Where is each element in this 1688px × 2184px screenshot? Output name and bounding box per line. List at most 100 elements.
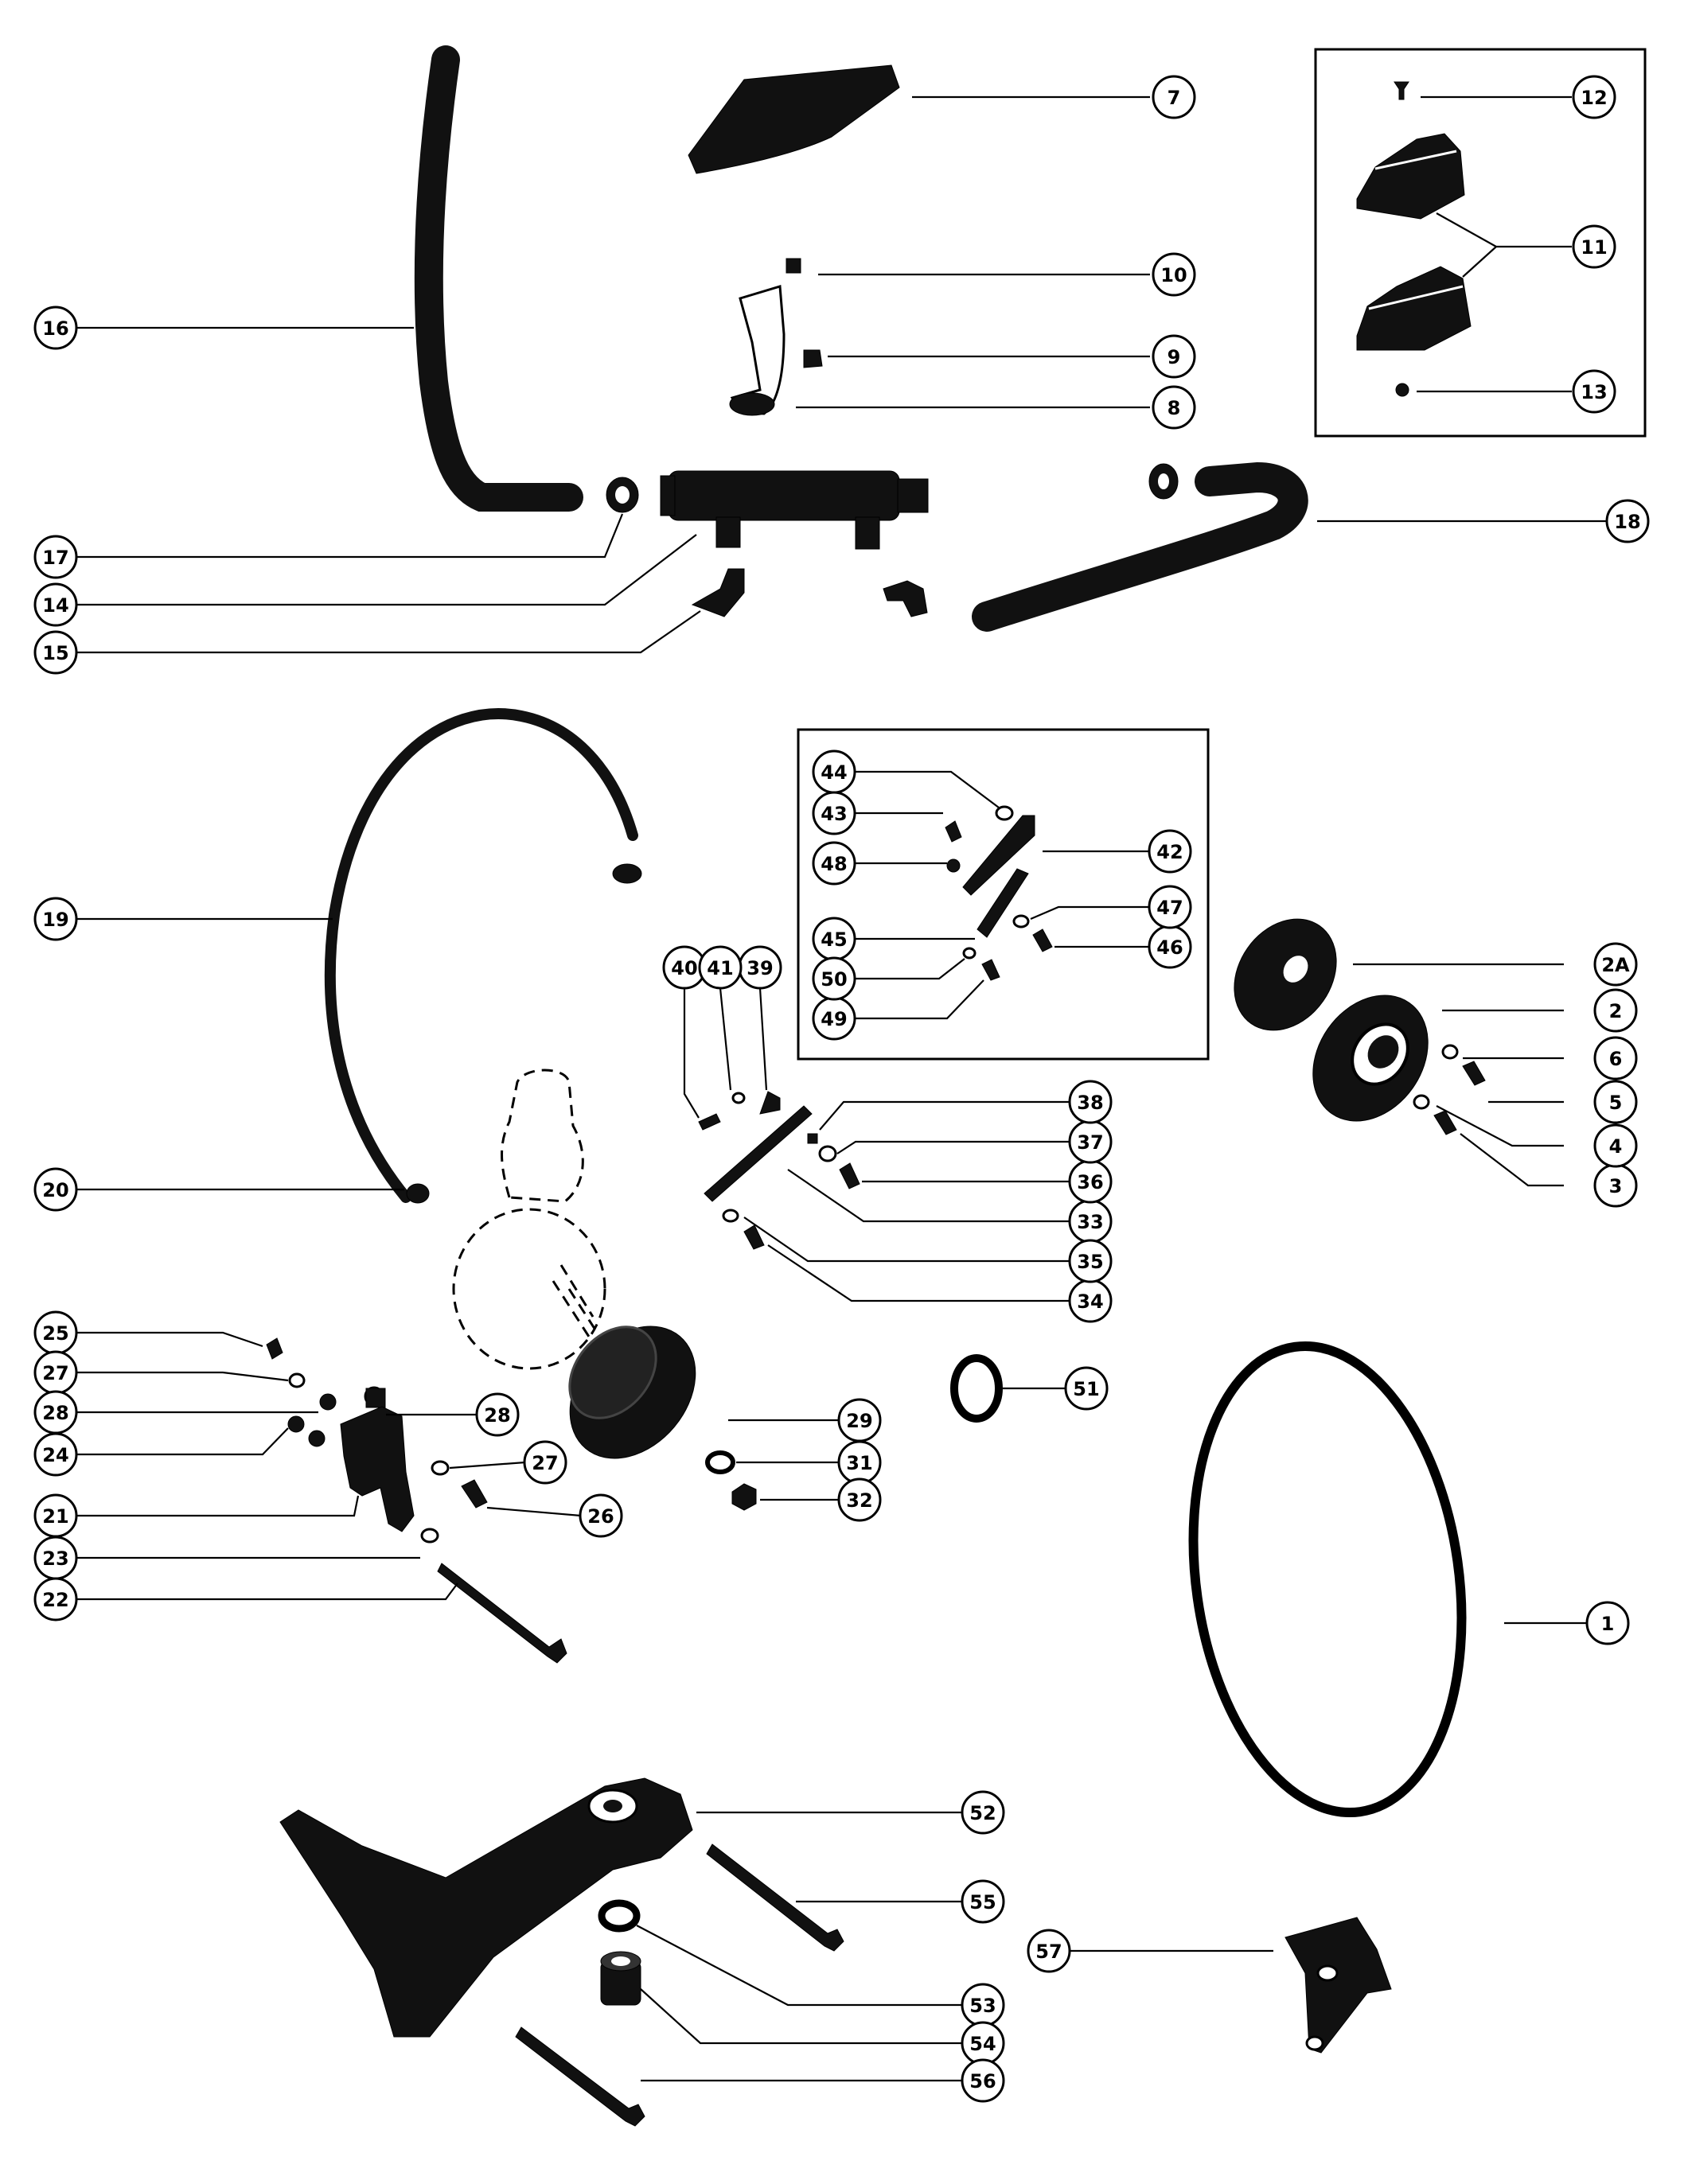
callout-35: 35 — [1068, 1239, 1113, 1283]
svg-text:2: 2 — [1609, 1000, 1623, 1022]
callout-32: 32 — [837, 1477, 882, 1522]
svg-text:8: 8 — [1168, 397, 1181, 419]
part-39-bracket — [759, 1091, 781, 1115]
callout-27-lower: 27 — [523, 1440, 567, 1485]
part-32-nut — [731, 1483, 757, 1511]
callout-55: 55 — [961, 1879, 1005, 1924]
part-24-nut-b — [308, 1430, 326, 1447]
callout-20: 20 — [33, 1167, 78, 1212]
part-14-cooler — [660, 470, 929, 550]
callout-47: 47 — [1148, 885, 1192, 929]
svg-text:27: 27 — [42, 1362, 68, 1384]
callout-44: 44 — [812, 749, 856, 794]
callout-14: 14 — [33, 582, 78, 627]
svg-text:53: 53 — [969, 1995, 996, 2017]
callout-23: 23 — [33, 1536, 78, 1580]
part-22-bolt — [437, 1563, 567, 1664]
callout-10: 10 — [1152, 252, 1196, 297]
svg-text:40: 40 — [671, 957, 697, 979]
svg-text:12: 12 — [1581, 87, 1607, 109]
svg-text:55: 55 — [969, 1891, 996, 1913]
svg-text:18: 18 — [1614, 511, 1640, 533]
callout-37: 37 — [1068, 1119, 1113, 1164]
svg-text:32: 32 — [846, 1489, 872, 1512]
svg-text:4: 4 — [1609, 1135, 1623, 1158]
svg-text:36: 36 — [1077, 1171, 1103, 1193]
svg-text:3: 3 — [1609, 1175, 1623, 1197]
part-29-spacer — [365, 1388, 386, 1408]
part-27-washer-upper — [288, 1372, 306, 1388]
part-44-washer — [995, 805, 1014, 821]
part-4-washer — [1413, 1094, 1430, 1110]
callout-56: 56 — [961, 2058, 1005, 2103]
svg-text:2A: 2A — [1601, 954, 1630, 976]
svg-text:52: 52 — [969, 1802, 996, 1824]
part-2-pulley — [1312, 995, 1429, 1122]
callout-28-right: 28 — [475, 1392, 520, 1437]
svg-text:17: 17 — [42, 547, 68, 569]
svg-text:33: 33 — [1077, 1211, 1103, 1233]
part-6-washer — [1441, 1044, 1459, 1060]
svg-text:22: 22 — [42, 1589, 68, 1611]
callout-12: 12 — [1572, 75, 1616, 119]
inset-box-brackets — [797, 728, 1210, 1061]
svg-text:24: 24 — [42, 1444, 68, 1466]
svg-text:31: 31 — [846, 1452, 872, 1474]
callout-22: 22 — [33, 1577, 78, 1621]
part-10-nut — [786, 258, 801, 274]
callout-54: 54 — [961, 2021, 1005, 2065]
callout-13: 13 — [1572, 369, 1616, 414]
callout-50: 50 — [812, 956, 856, 1001]
svg-text:42: 42 — [1156, 841, 1183, 863]
part-1-belt — [1188, 1341, 1467, 1818]
part-11-hinge-lower — [1356, 266, 1472, 351]
part-41-washer — [731, 1092, 746, 1104]
svg-text:37: 37 — [1077, 1131, 1103, 1154]
callout-43: 43 — [812, 791, 856, 835]
svg-text:28: 28 — [42, 1402, 68, 1424]
svg-text:57: 57 — [1035, 1941, 1062, 1963]
callout-34: 34 — [1068, 1279, 1113, 1323]
part-38-nut — [807, 1133, 818, 1144]
svg-text:44: 44 — [821, 761, 847, 784]
part-37-washer — [818, 1145, 837, 1162]
part-16-hose — [414, 45, 583, 512]
part-23-washer — [420, 1528, 439, 1544]
part-53-washer — [598, 1899, 641, 1933]
part-21-bracket — [340, 1406, 415, 1532]
part-49-screw — [981, 959, 1000, 981]
callout-28-left: 28 — [33, 1390, 78, 1435]
callout-7: 7 — [1152, 75, 1196, 119]
part-7-mounting-plate — [688, 64, 900, 174]
part-13-nut — [1395, 383, 1409, 397]
callout-5: 5 — [1593, 1080, 1638, 1124]
svg-text:45: 45 — [821, 928, 847, 951]
svg-text:28: 28 — [484, 1404, 510, 1427]
svg-text:7: 7 — [1168, 87, 1181, 109]
svg-text:25: 25 — [42, 1322, 68, 1345]
part-57-bracket — [1285, 1917, 1392, 2054]
callout-2: 2 — [1593, 988, 1638, 1033]
callout-2A: 2A — [1593, 942, 1638, 987]
svg-text:48: 48 — [821, 853, 847, 875]
callout-27-upper: 27 — [33, 1350, 78, 1395]
callout-18: 18 — [1605, 499, 1650, 543]
svg-text:46: 46 — [1156, 936, 1183, 959]
svg-text:15: 15 — [42, 642, 68, 664]
svg-text:51: 51 — [1073, 1378, 1099, 1400]
part-51-ring — [950, 1354, 1003, 1423]
part-5-screw — [1462, 1061, 1486, 1086]
callout-53: 53 — [961, 1983, 1005, 2027]
callout-51: 51 — [1064, 1366, 1109, 1411]
svg-text:54: 54 — [969, 2033, 996, 2055]
part-50-washer — [962, 947, 977, 960]
part-46-screw — [1032, 928, 1053, 952]
callout-26: 26 — [579, 1493, 623, 1538]
svg-text:21: 21 — [42, 1505, 68, 1528]
callout-45: 45 — [812, 917, 856, 961]
part-18-hose — [972, 461, 1308, 632]
part-27-washer-lower — [431, 1460, 450, 1476]
part-33-strap — [704, 1105, 813, 1202]
part-34-screw — [743, 1224, 765, 1250]
